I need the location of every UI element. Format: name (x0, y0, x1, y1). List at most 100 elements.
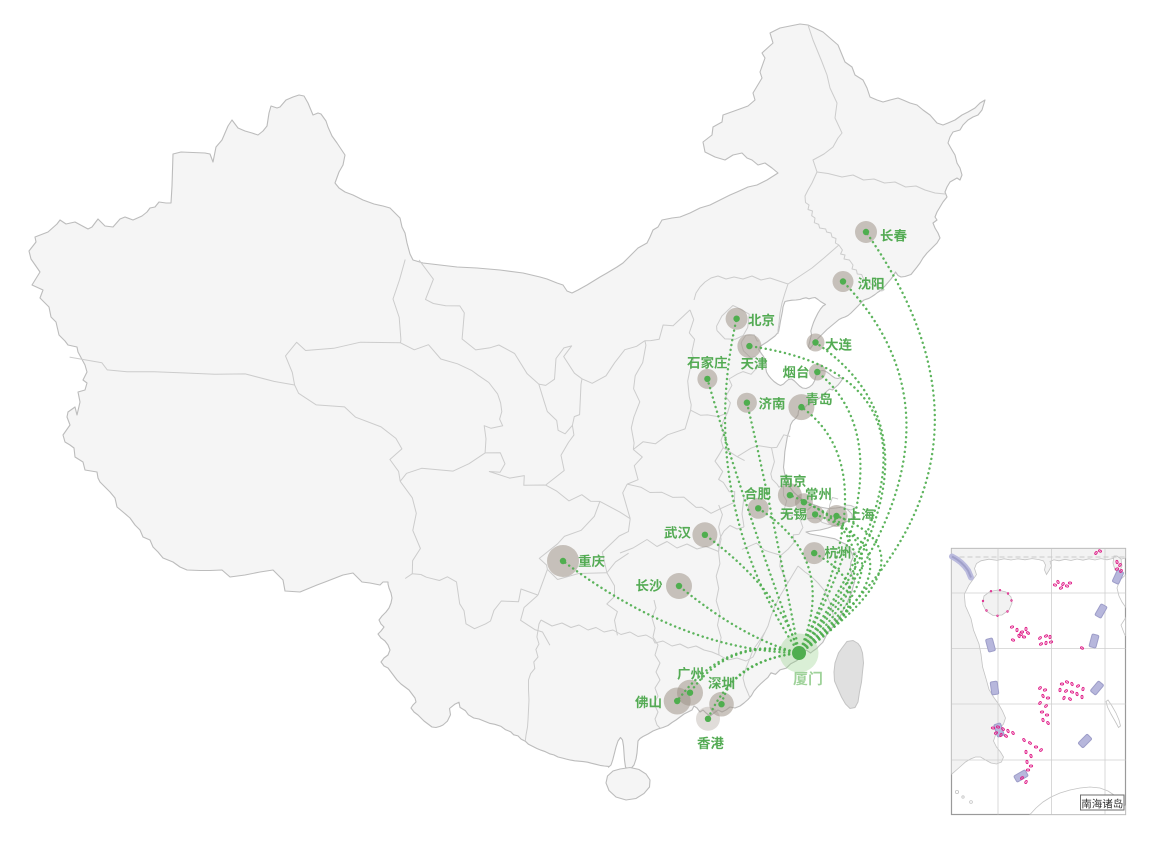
province-border-sd_heb (725, 363, 761, 413)
nine-dash-segment (985, 637, 996, 653)
south-china-sea-inset: 南海诸岛 (949, 547, 1127, 816)
city-label-text-beijing: 北京 (748, 313, 775, 328)
city-dot-qingdao (798, 403, 805, 411)
province-border-nx_gs (538, 378, 583, 435)
city-label-shenzhen: 深圳 (708, 676, 735, 691)
city-dot-jinan (743, 399, 751, 406)
province-border-jx_ah (741, 542, 782, 556)
text-glyphs (748, 313, 775, 327)
text-glyphs (857, 277, 884, 290)
text-glyphs (578, 554, 605, 568)
text-glyphs (687, 355, 727, 369)
route-line-tianjin (748, 344, 885, 655)
province-border-im_shaan (581, 340, 646, 384)
city-label-shanghai: 上海 (848, 508, 875, 523)
inset-title-box (1080, 794, 1125, 811)
city-dot-yantai (814, 368, 821, 376)
text-glyphs (677, 667, 703, 680)
city-label-text-shijiazhuang: 石家庄 (728, 355, 769, 371)
province-border-ln_im (787, 244, 840, 285)
city-label-text-dalian: 大连 (825, 338, 853, 353)
inset-title-text: 南海诸岛 (1081, 797, 1123, 810)
city-dot-tianjin (746, 342, 753, 350)
taiwan-region[interactable] (833, 639, 865, 710)
city-dot-shijiazhuang (704, 375, 711, 383)
city-label-text-jinan: 济南 (759, 397, 786, 412)
province-border-jl_im (804, 171, 840, 246)
province-border-yn_gz (520, 594, 551, 646)
inset-malay-specks (955, 790, 973, 804)
inset-hainan-dots (981, 589, 1013, 618)
province-border-hun_hub (619, 539, 719, 554)
city-dot-changchun (862, 228, 870, 236)
route-line-wuxi (797, 513, 872, 655)
province-border-xz_yn (404, 573, 413, 579)
city-dot-changsha (675, 582, 683, 590)
route-line-qingdao (797, 405, 847, 655)
text-glyphs (697, 736, 724, 750)
inset-title: 南海诸岛 (1081, 797, 1123, 810)
nine-dash-segment (1090, 680, 1104, 696)
city-label-jinan: 济南 (758, 397, 786, 412)
city-labels-layer: 长春沈阳北京大连天津石家庄烟台济南青岛南京常州无锡上海合肥武汉杭州重庆长沙广州佛… (578, 229, 907, 750)
city-label-hangzhou: 杭州 (824, 545, 852, 561)
city-dots-layer (559, 228, 870, 722)
province-border-jx_fj (764, 565, 799, 633)
province-border-im_heb (693, 275, 789, 301)
inset-land-luzon2 (1120, 616, 1126, 637)
province-border-shaan_hen (627, 449, 643, 485)
city-label-shijiazhuang: 石家庄 (687, 355, 769, 371)
city-dot-chongqing (559, 557, 567, 565)
province-border-yn_gx (524, 619, 542, 742)
city-label-text-wuxi: 无锡 (807, 507, 834, 522)
inset-islands (990, 549, 1123, 784)
text-glyphs (780, 507, 807, 521)
city-dot-guangzhou (686, 689, 694, 696)
route-line-chongqing (561, 559, 801, 655)
text-glyphs (758, 397, 785, 410)
hub-label-text-xiamen: 厦门 (793, 671, 823, 688)
city-label-tianjin: 天津 (740, 357, 768, 370)
city-label-text-chongqing: 重庆 (578, 554, 605, 569)
province-border-hen_js_ah (736, 456, 745, 462)
province-border-gd_jx (718, 631, 766, 662)
city-dot-wuxi (811, 511, 819, 518)
province-border-qh_gs (400, 342, 504, 453)
province-border-hlj_jl (816, 171, 946, 195)
nine-dash-arc-core (951, 555, 972, 578)
city-label-hongkong: 香港 (697, 736, 724, 750)
province-border-gx_hun_ne (651, 599, 657, 638)
province-border-gz_hun (606, 572, 618, 636)
route-line-wuhan (703, 533, 801, 655)
city-label-chongqing: 重庆 (578, 554, 605, 569)
route-line-shijiazhuang (706, 377, 801, 655)
province-border-sc_yn (420, 574, 539, 630)
province-border-shaan_cq (599, 500, 631, 520)
city-label-text-nanjing: 南京 (780, 474, 807, 489)
inset-land-palawan (1105, 699, 1121, 729)
city-dot-hangzhou (811, 549, 818, 557)
province-border-hub_hen (627, 483, 735, 514)
city-label-text-shanghai: 上海 (848, 508, 875, 523)
text-glyphs (825, 338, 852, 351)
city-label-text-hangzhou: 杭州 (825, 546, 852, 561)
nine-dash-segment (989, 680, 1000, 696)
city-label-changzhou: 常州 (805, 487, 831, 501)
city-dot-hefei (755, 505, 762, 512)
city-label-yantai: 烟台 (782, 365, 809, 379)
text-glyphs (880, 229, 907, 242)
province-border-xj_gs (392, 259, 406, 343)
map-regions (28, 23, 986, 801)
city-label-hefei: 合肥 (744, 487, 771, 500)
city-label-text-foshan: 佛山 (662, 695, 689, 710)
province-border-qh_sc (399, 452, 486, 482)
city-label-text-shenzhen: 深圳 (708, 676, 735, 691)
city-dot-hongkong (704, 715, 712, 722)
province-border-cq_hun (606, 552, 629, 574)
city-dot-foshan (674, 697, 681, 705)
hainan-region[interactable] (605, 766, 651, 801)
province-border-im_nx (538, 345, 583, 386)
province-border-hun_jx (715, 504, 723, 656)
province-border-shaan_hub (622, 483, 631, 519)
